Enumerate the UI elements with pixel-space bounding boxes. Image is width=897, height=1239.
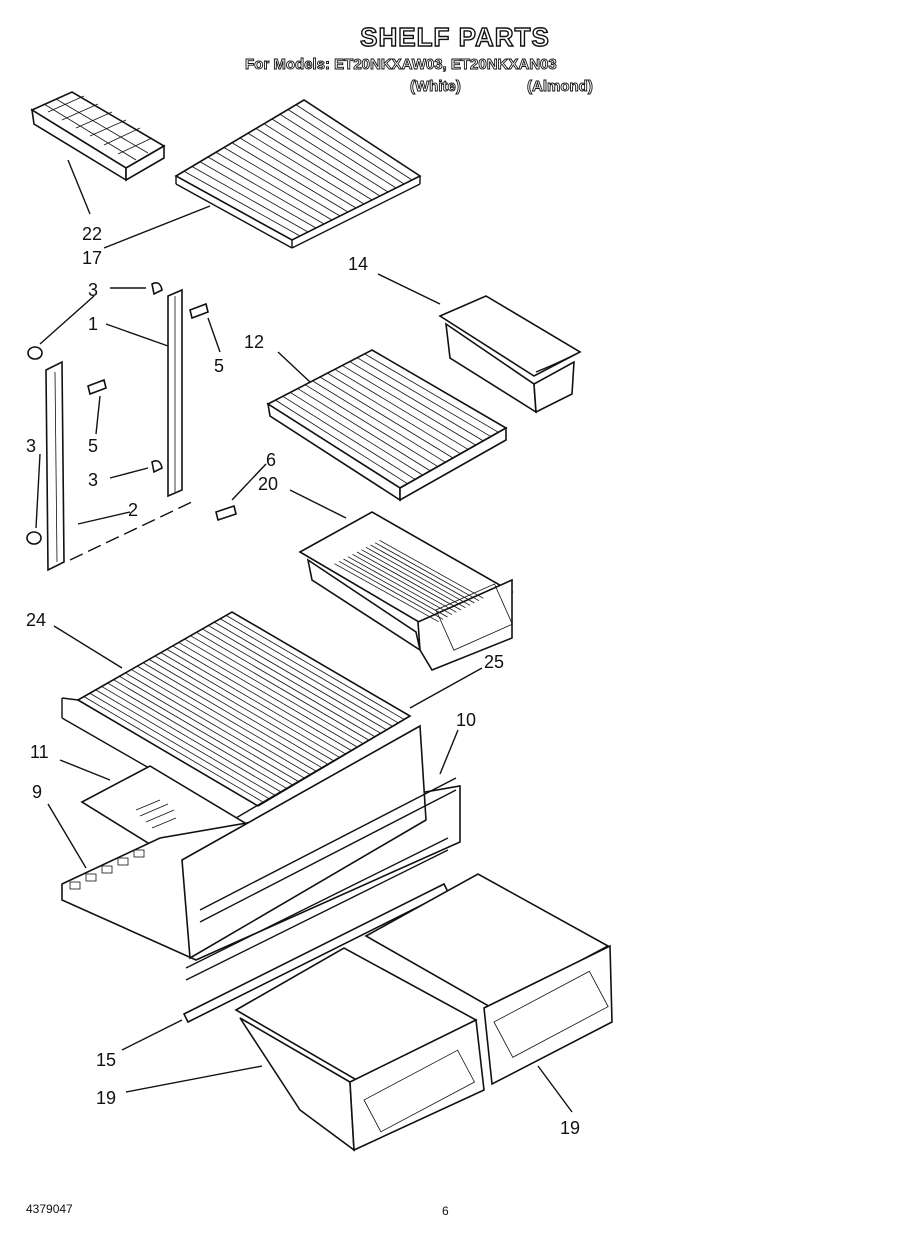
glass-shelf (266, 349, 508, 502)
callout-5-left: 5 (88, 436, 98, 456)
callout-5-right: 5 (214, 356, 224, 376)
hardware (26, 282, 237, 545)
callout-19-right: 19 (560, 1118, 580, 1138)
top-wire-shelf (174, 99, 422, 249)
callout-14: 14 (348, 254, 368, 274)
page-number: 6 (442, 1204, 449, 1218)
shelf-rail-left (45, 360, 65, 572)
callout-1: 1 (88, 314, 98, 334)
callout-11: 11 (30, 742, 49, 762)
leader-lines (35, 159, 573, 1113)
callout-9: 9 (32, 782, 42, 802)
document-number: 4379047 (26, 1202, 73, 1216)
callout-25: 25 (484, 652, 504, 672)
shelf-rail-right (167, 288, 183, 498)
callout-24: 24 (26, 610, 46, 630)
callout-3-left: 3 (26, 436, 36, 456)
storage-bin (438, 295, 582, 414)
ice-tray (30, 91, 166, 182)
crisper-cover-frame (61, 724, 461, 981)
crisper-drawer-left (234, 947, 485, 1152)
callout-12: 12 (244, 332, 264, 352)
callout-6: 6 (266, 450, 276, 470)
callout-labels: 22 17 14 3 1 5 12 5 3 3 6 20 2 24 25 10 … (26, 224, 580, 1138)
main-wire-shelf (61, 611, 412, 819)
callout-17: 17 (82, 248, 102, 268)
callout-10: 10 (456, 710, 476, 730)
page-title: SHELF PARTS (359, 21, 550, 52)
variant-white: (White) (410, 78, 462, 96)
deli-pan (298, 511, 514, 671)
models-line: For Models: ET20NKXAW03, ET20NKXAN03 (245, 56, 558, 74)
callout-2: 2 (128, 500, 138, 520)
callout-19-left: 19 (96, 1088, 116, 1108)
crisper-drawer-right (364, 873, 613, 1086)
variant-almond: (Almond) (527, 78, 594, 96)
callout-3-top: 3 (88, 280, 98, 300)
callout-15: 15 (96, 1050, 116, 1070)
callout-20: 20 (258, 474, 278, 494)
callout-22: 22 (82, 224, 102, 244)
callout-3-bottom: 3 (88, 470, 98, 490)
